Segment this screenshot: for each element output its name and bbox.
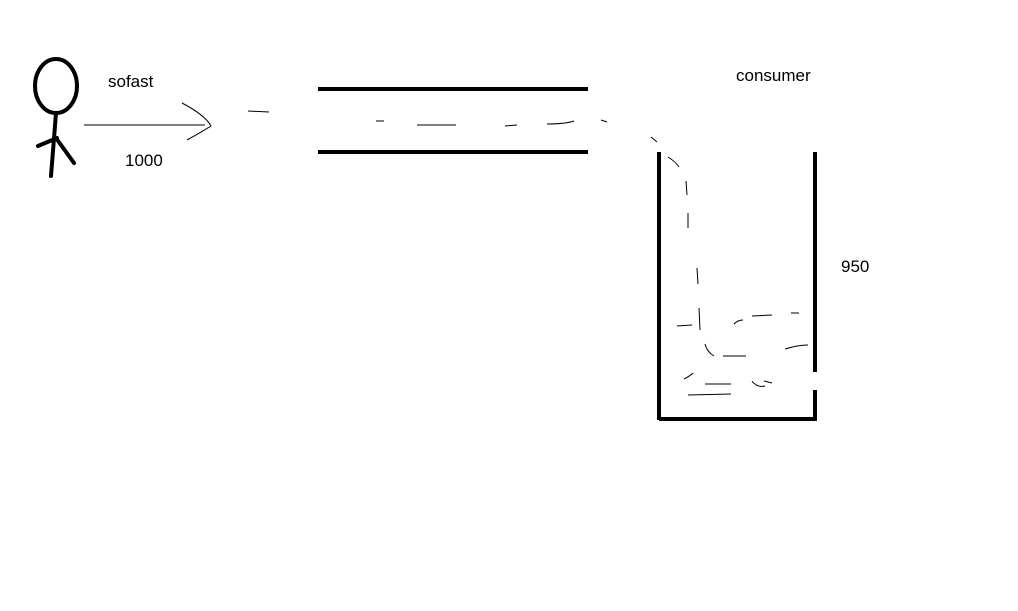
producer-label: sofast bbox=[108, 72, 154, 91]
stick-figure-body bbox=[49, 111, 58, 178]
arrow-head bbox=[181, 102, 212, 141]
flow-dashes bbox=[247, 110, 658, 143]
capacity-label: 950 bbox=[841, 257, 870, 276]
stick-figure bbox=[33, 57, 79, 178]
rate-label: 1000 bbox=[125, 151, 163, 170]
flow-arrow bbox=[84, 102, 212, 141]
stick-figure-head bbox=[33, 57, 79, 115]
consumer-container bbox=[657, 152, 817, 421]
stick-figure-arm bbox=[36, 136, 59, 148]
stick-figure-leg bbox=[54, 136, 76, 165]
consumer-label: consumer bbox=[736, 66, 811, 85]
container-fill-dashes bbox=[667, 156, 809, 396]
pipe bbox=[318, 87, 588, 154]
